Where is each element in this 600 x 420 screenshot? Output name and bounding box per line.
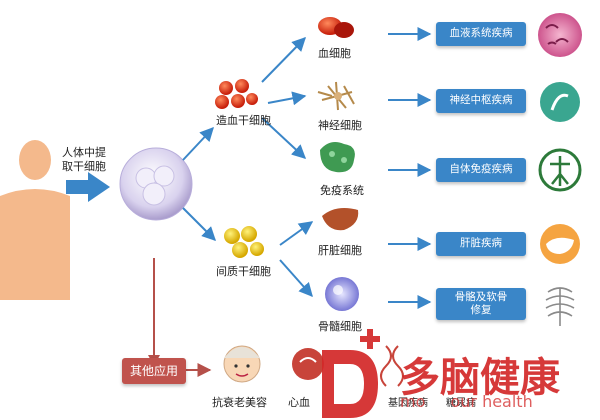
extraction-arrow-icon [66, 172, 110, 202]
watermark-sub-partial: mo [400, 392, 426, 411]
source-label-line1: 人体中提 [62, 146, 106, 159]
liver-cell-icon [322, 208, 359, 231]
immune-cell-icon [320, 142, 355, 173]
autoimmune-disease-icon [538, 148, 582, 192]
bone-disease-line1: 骨骼及软骨 [454, 290, 508, 303]
heart-label-partial: 心血 [288, 396, 310, 409]
arrow-to-mesenchymal [182, 207, 216, 241]
nerve-cell-label: 神经细胞 [318, 119, 362, 132]
nerve-cell-icon [317, 81, 355, 111]
liver-disease-icon [540, 224, 580, 264]
blood-disease-box: 血液系统疾病 [436, 22, 526, 46]
arrow-to-hematopoietic [182, 126, 214, 161]
gene-label: 基因疾病 [388, 398, 428, 409]
watermark-sub: mo our health [400, 392, 533, 411]
antiaging-label: 抗衰老美容 [212, 396, 267, 409]
bone-disease-box: 骨骼及软骨 修复 [436, 288, 526, 320]
watermark-sub-tail: our health [450, 392, 533, 411]
mesenchymal-cell-icon [224, 226, 264, 258]
dna-icon [380, 345, 404, 387]
liver-cell-label: 肝脏细胞 [318, 244, 362, 257]
beauty-face-icon [223, 345, 261, 383]
bone-disease-line2: 修复 [470, 304, 492, 316]
hematopoietic-label: 造血干细胞 [216, 114, 271, 127]
bone-marrow-cell-icon [325, 277, 359, 311]
heart-icon [292, 348, 324, 380]
mesenchymal-label: 间质干细胞 [216, 265, 271, 278]
bone-repair-icon [545, 287, 575, 326]
bone-cell-label: 骨髓细胞 [318, 320, 362, 333]
extra-label-partial: 糖尿病 [446, 398, 476, 409]
blood-cell-icon [318, 17, 354, 38]
watermark-brand: 多脑健康 [400, 355, 560, 401]
hematopoietic-cell-icon [215, 79, 258, 109]
nervous-disease-icon [540, 82, 580, 122]
immune-disease-box: 自体免疫疾病 [436, 158, 526, 182]
human-body-icon [0, 140, 70, 300]
source-label-line2: 取干细胞 [62, 160, 106, 173]
other-applications-box: 其他应用 [122, 358, 186, 384]
liver-disease-box: 肝脏疾病 [436, 232, 526, 256]
blood-disease-icon [538, 13, 582, 57]
blood-cell-label: 血细胞 [318, 47, 351, 60]
immune-cell-label: 免疫系统 [320, 184, 364, 197]
brand-logo-icon [322, 329, 380, 418]
stem-cell-icon [119, 147, 193, 221]
nerve-disease-box: 神经中枢疾病 [436, 89, 526, 113]
